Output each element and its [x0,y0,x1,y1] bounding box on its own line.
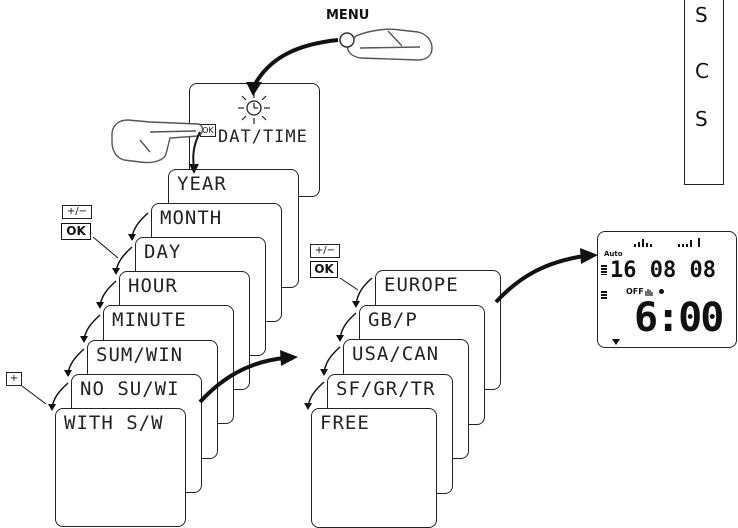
sf-gr-tr-label: SF/GR/TR [336,378,436,400]
hand-ok-icon [111,119,204,164]
screen-free: FREE [311,408,437,528]
ok-key-left: OK [61,223,91,240]
lcd-bar-1 [601,265,607,275]
arrow-dattime-to-year [192,131,201,169]
lcd-time: 6:00 [634,295,724,341]
sum-win-label: SUM/WIN [96,344,184,366]
usa-can-label: USA/CAN [352,343,440,365]
note-line-3: S [695,107,708,131]
minute-label: MINUTE [112,309,187,331]
no-su-wi-label: NO SU/WI [80,378,180,400]
screen-with-s-w: WITH S/W [55,408,186,527]
menu-button-icon [339,32,355,48]
day-label: DAY [144,241,182,263]
lcd-mode: Auto [604,250,623,258]
note-line-2: C [695,59,709,83]
arrow-to-display [494,254,585,304]
lcd-bar-2 [601,291,607,299]
with-s-w-label: WITH S/W [64,412,164,434]
key-leader-plus [21,385,47,405]
arrow-menu-to-dattime [252,38,339,87]
lcd-status: OFF [626,287,644,296]
note-box: S C S [684,0,724,185]
free-label: FREE [320,412,370,434]
gb-p-label: GB/P [368,309,418,331]
signal-bars-icon [634,238,700,247]
note-line-1: S [695,3,708,27]
lcd-pointer-icon [612,339,620,345]
step-arrows-left [51,212,149,408]
hand-menu-icon [346,28,433,61]
hand-icon [645,289,653,296]
menu-label: MENU [326,8,370,23]
key-leader-right [339,277,359,291]
arrow-to-regions [198,356,285,404]
lcd-date: 16 08 08 [610,258,716,283]
plus-key: + [6,372,22,386]
clock-setting-icon [238,92,270,124]
plus-minus-key-left: +/− [62,205,92,219]
flow-overlay [21,28,598,411]
europe-label: EUROPE [384,274,459,296]
dat-time-label: DAT/TIME [218,127,308,147]
plus-minus-key-right: +/− [310,244,340,258]
year-label: YEAR [177,173,227,195]
lcd-display: Auto 16 08 08 OFF 6:00 [597,231,737,348]
hour-label: HOUR [128,275,178,297]
month-label: MONTH [160,207,223,229]
lcd-dot-icon [659,289,664,294]
ok-key-right: OK [310,261,338,278]
key-leader-left [92,236,119,259]
